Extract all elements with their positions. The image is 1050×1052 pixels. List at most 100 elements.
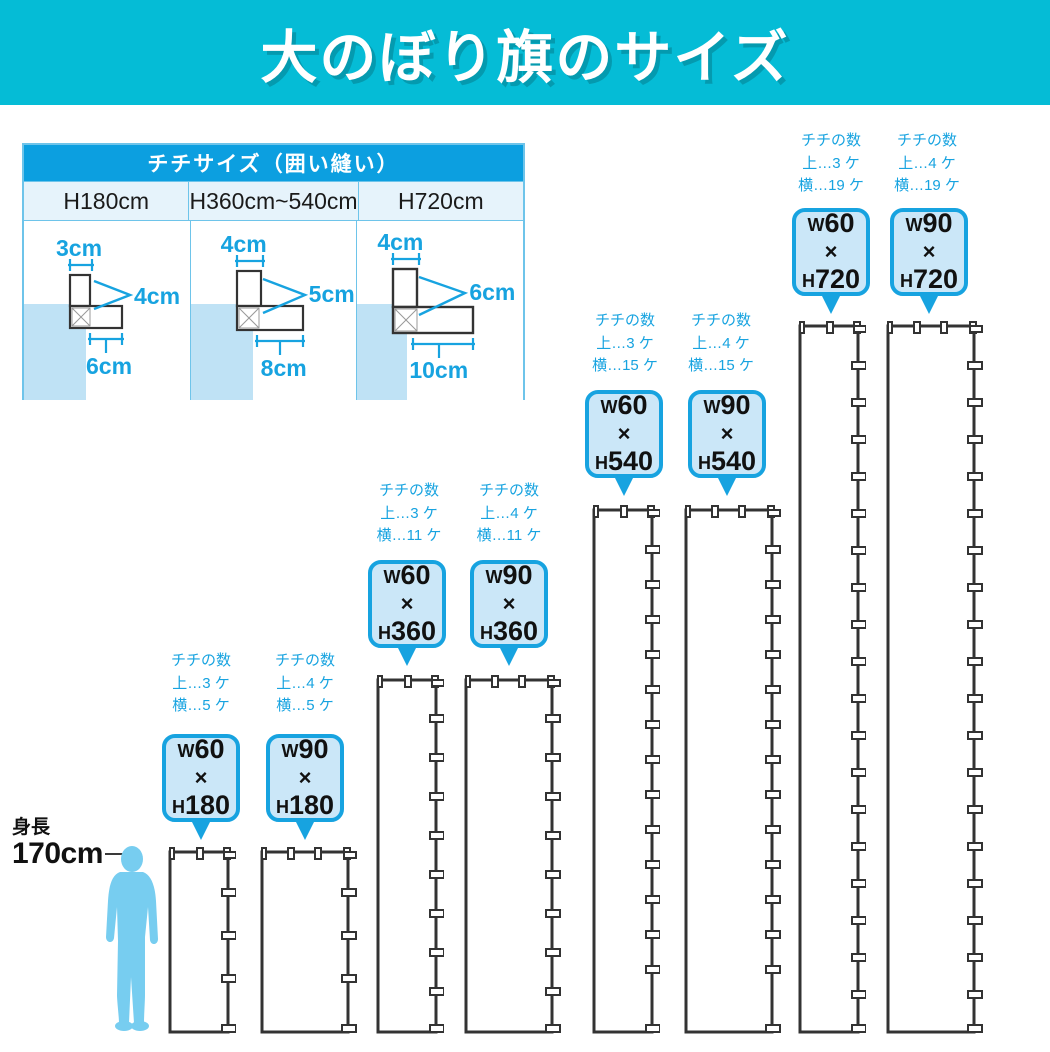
flag-w90-h360 bbox=[464, 675, 561, 1034]
size-callout-w90-h360[interactable]: W90 × H360 bbox=[470, 560, 548, 666]
height-reference-label: 身長 170cm bbox=[12, 818, 112, 869]
person-silhouette-icon bbox=[106, 846, 158, 1031]
count-title: チチの数 bbox=[800, 132, 861, 149]
count-title: チチの数 bbox=[274, 652, 335, 669]
chichi-dim-bottom-1: 8cm bbox=[260, 355, 307, 381]
count-top: 上…3 ケ bbox=[596, 334, 654, 352]
size-callout-w90-h180[interactable]: W90 × H180 bbox=[266, 734, 344, 840]
callout-times: × bbox=[400, 590, 414, 616]
callout-times: × bbox=[298, 764, 312, 790]
chichi-table-column-headers: H180cm H360cm~540cm H720cm bbox=[24, 181, 523, 221]
callout-width: W90 bbox=[905, 208, 953, 239]
callout-times: × bbox=[922, 238, 936, 264]
chichi-dim-top-2: 4cm bbox=[377, 229, 424, 255]
count-title: チチの数 bbox=[378, 482, 439, 499]
callout-height: H540 bbox=[697, 446, 757, 477]
chichi-count-w60-h540: チチの数 上…3 ケ 横…15 ケ bbox=[572, 310, 678, 378]
header-banner bbox=[0, 0, 1050, 105]
count-title: チチの数 bbox=[478, 482, 539, 499]
chichi-diagram-cell-1: 4cm 5cm 8cm bbox=[189, 221, 357, 400]
count-side: 横…11 ケ bbox=[376, 527, 442, 544]
callout-times: × bbox=[194, 764, 208, 790]
callout-width: W60 bbox=[177, 734, 225, 765]
chichi-count-w90-h720: チチの数 上…4 ケ 横…19 ケ bbox=[874, 130, 980, 198]
chichi-dim-top-1: 4cm bbox=[220, 231, 267, 257]
size-callout-w60-h360[interactable]: W60 × H360 bbox=[368, 560, 446, 666]
flag-w60-h540 bbox=[592, 505, 660, 1034]
callout-pointer bbox=[716, 474, 738, 496]
chichi-count-w60-h720: チチの数 上…3 ケ 横…19 ケ bbox=[778, 130, 884, 198]
chichi-diagram-cell-2: 4cm 6cm 10cm bbox=[356, 221, 524, 400]
count-top: 上…3 ケ bbox=[172, 674, 230, 692]
count-side: 横…19 ケ bbox=[894, 177, 960, 194]
callout-times: × bbox=[502, 590, 516, 616]
callout-pointer bbox=[918, 292, 940, 314]
chichi-diagram-cell-0: 3cm 4cm 6cm bbox=[24, 221, 190, 400]
callout-height: H180 bbox=[171, 790, 231, 821]
size-callout-w60-h720[interactable]: W60 × H720 bbox=[792, 208, 870, 314]
count-title: チチの数 bbox=[896, 132, 957, 149]
count-top: 上…4 ケ bbox=[898, 154, 956, 172]
callout-pointer bbox=[498, 644, 520, 666]
count-side: 横…15 ケ bbox=[592, 357, 658, 374]
flag-w90-h540 bbox=[684, 505, 781, 1034]
count-top: 上…3 ケ bbox=[380, 504, 438, 522]
callout-pointer bbox=[396, 644, 418, 666]
chichi-dim-bottom-2: 10cm bbox=[409, 357, 469, 383]
count-title: チチの数 bbox=[690, 312, 751, 329]
callout-width: W90 bbox=[485, 560, 533, 591]
count-side: 横…15 ケ bbox=[688, 357, 754, 374]
chichi-count-w60-h180: チチの数 上…3 ケ 横…5 ケ bbox=[148, 650, 254, 718]
chichi-count-w60-h360: チチの数 上…3 ケ 横…11 ケ bbox=[356, 480, 462, 548]
callout-width: W60 bbox=[807, 208, 855, 239]
size-callout-w90-h540[interactable]: W90 × H540 bbox=[688, 390, 766, 496]
flag-w60-h180 bbox=[168, 847, 236, 1034]
count-top: 上…3 ケ bbox=[802, 154, 860, 172]
flag-w90-h180 bbox=[260, 847, 357, 1034]
count-side: 横…11 ケ bbox=[476, 527, 542, 544]
callout-times: × bbox=[720, 420, 734, 446]
flag-w60-h720 bbox=[798, 321, 866, 1034]
chichi-tab-drawing-0 bbox=[68, 259, 134, 353]
count-top: 上…4 ケ bbox=[276, 674, 334, 692]
callout-height: H360 bbox=[479, 616, 539, 647]
callout-pointer bbox=[613, 474, 635, 496]
callout-height: H360 bbox=[377, 616, 437, 647]
callout-pointer bbox=[190, 818, 212, 840]
count-side: 横…5 ケ bbox=[276, 697, 334, 714]
chichi-count-w90-h540: チチの数 上…4 ケ 横…15 ケ bbox=[668, 310, 774, 378]
callout-pointer bbox=[294, 818, 316, 840]
callout-times: × bbox=[617, 420, 631, 446]
size-callout-w60-h540[interactable]: W60 × H540 bbox=[585, 390, 663, 496]
count-side: 横…5 ケ bbox=[172, 697, 230, 714]
page-title: 大のぼり旗のサイズ bbox=[260, 25, 790, 90]
flag-w90-h720 bbox=[886, 321, 983, 1034]
callout-height: H720 bbox=[801, 264, 861, 295]
flag-w60-h360 bbox=[376, 675, 444, 1034]
callout-width: W90 bbox=[703, 390, 751, 421]
chichi-dim-top-0: 3cm bbox=[56, 235, 103, 261]
chichi-dim-right-2: 6cm bbox=[469, 279, 516, 305]
count-title: チチの数 bbox=[594, 312, 655, 329]
count-title: チチの数 bbox=[170, 652, 231, 669]
size-callout-w90-h720[interactable]: W90 × H720 bbox=[890, 208, 968, 314]
chichi-tab-drawing-2 bbox=[391, 253, 476, 358]
chichi-column-header-2: H720cm bbox=[357, 182, 523, 220]
callout-height: H540 bbox=[594, 446, 654, 477]
chichi-count-w90-h180: チチの数 上…4 ケ 横…5 ケ bbox=[252, 650, 358, 718]
count-top: 上…4 ケ bbox=[692, 334, 750, 352]
chichi-count-w90-h360: チチの数 上…4 ケ 横…11 ケ bbox=[456, 480, 562, 548]
callout-height: H720 bbox=[899, 264, 959, 295]
height-label-line2: 170cm bbox=[12, 836, 103, 870]
chichi-table-title: チチサイズ（囲い縫い） bbox=[24, 145, 523, 181]
chichi-tab-drawing-1 bbox=[234, 255, 308, 355]
count-top: 上…4 ケ bbox=[480, 504, 538, 522]
chichi-dim-right-1: 5cm bbox=[308, 281, 355, 307]
callout-height: H180 bbox=[275, 790, 335, 821]
callout-width: W60 bbox=[600, 390, 648, 421]
chichi-dim-bottom-0: 6cm bbox=[86, 353, 133, 379]
size-callout-w60-h180[interactable]: W60 × H180 bbox=[162, 734, 240, 840]
chichi-size-table: チチサイズ（囲い縫い） H180cm H360cm~540cm H720cm bbox=[22, 143, 525, 400]
chichi-column-header-0: H180cm bbox=[63, 187, 150, 214]
chichi-table-diagrams: 3cm 4cm 6cm 4cm 5cm bbox=[24, 221, 524, 400]
